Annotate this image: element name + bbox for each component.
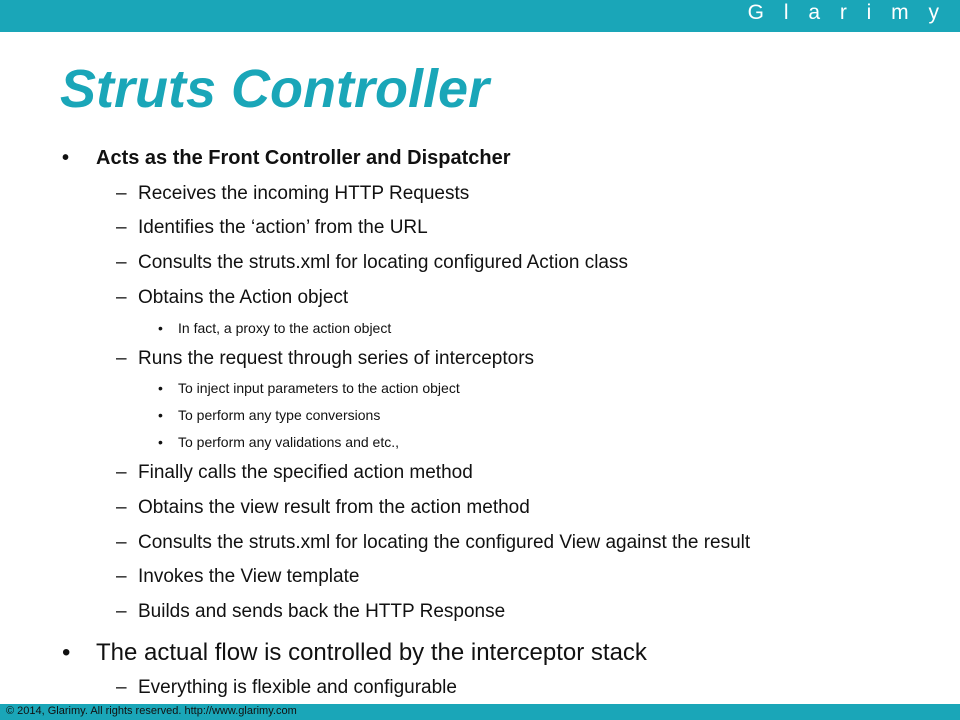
sub-item-text: Builds and sends back the HTTP Response — [138, 601, 506, 622]
dash-marker: – — [116, 287, 127, 308]
dash-marker: – — [116, 601, 127, 622]
copyright-text: © 2014, Glarimy. All rights reserved. ht… — [6, 705, 297, 717]
sub-item-text: Receives the incoming HTTP Requests — [138, 183, 470, 204]
sub-sub-item-text: To perform any validations and etc., — [178, 434, 400, 450]
sub-sub-item-text: To inject input parameters to the action… — [178, 380, 460, 396]
sub-sub-item-text: To perform any type conversions — [178, 407, 381, 423]
dash-marker: – — [116, 677, 127, 698]
dash-marker: – — [116, 497, 127, 518]
sub-sub-item-text: In fact, a proxy to the action object — [178, 320, 392, 336]
sub-item-text: Consults the struts.xml for locating con… — [138, 252, 629, 273]
footer-bar: © 2014, Glarimy. All rights reserved. ht… — [0, 704, 960, 720]
sub-item-text: Identifies the ‘action’ from the URL — [138, 217, 428, 238]
dash-marker: – — [116, 462, 127, 483]
slide-title: Struts Controller — [60, 59, 490, 119]
bullet-marker: • — [158, 380, 163, 396]
sub-item-text: Everything is flexible and configurable — [138, 677, 457, 698]
sub-item-text: Obtains the Action object — [138, 287, 349, 308]
dash-marker: – — [116, 348, 127, 369]
bullet-marker: • — [158, 407, 163, 423]
top-banner: G l a r i m y — [0, 0, 960, 32]
sub-item-text: Invokes the View template — [138, 566, 360, 587]
bullet-text: The actual flow is controlled by the int… — [96, 639, 647, 666]
bullet-marker: • — [62, 147, 70, 169]
bullet-marker: • — [158, 434, 163, 450]
dash-marker: – — [116, 252, 127, 273]
sub-item-text: Obtains the view result from the action … — [138, 497, 530, 518]
bullet-marker: • — [62, 639, 71, 666]
brand-logo-text: G l a r i m y — [747, 1, 946, 24]
bullet-text: Acts as the Front Controller and Dispatc… — [96, 147, 511, 169]
sub-item-text: Consults the struts.xml for locating the… — [138, 532, 751, 553]
sub-item-text: Runs the request through series of inter… — [138, 348, 535, 369]
sub-item-text: Finally calls the specified action metho… — [138, 462, 473, 483]
dash-marker: – — [116, 183, 127, 204]
dash-marker: – — [116, 566, 127, 587]
bullet-marker: • — [158, 320, 163, 336]
dash-marker: – — [116, 217, 127, 238]
dash-marker: – — [116, 532, 127, 553]
